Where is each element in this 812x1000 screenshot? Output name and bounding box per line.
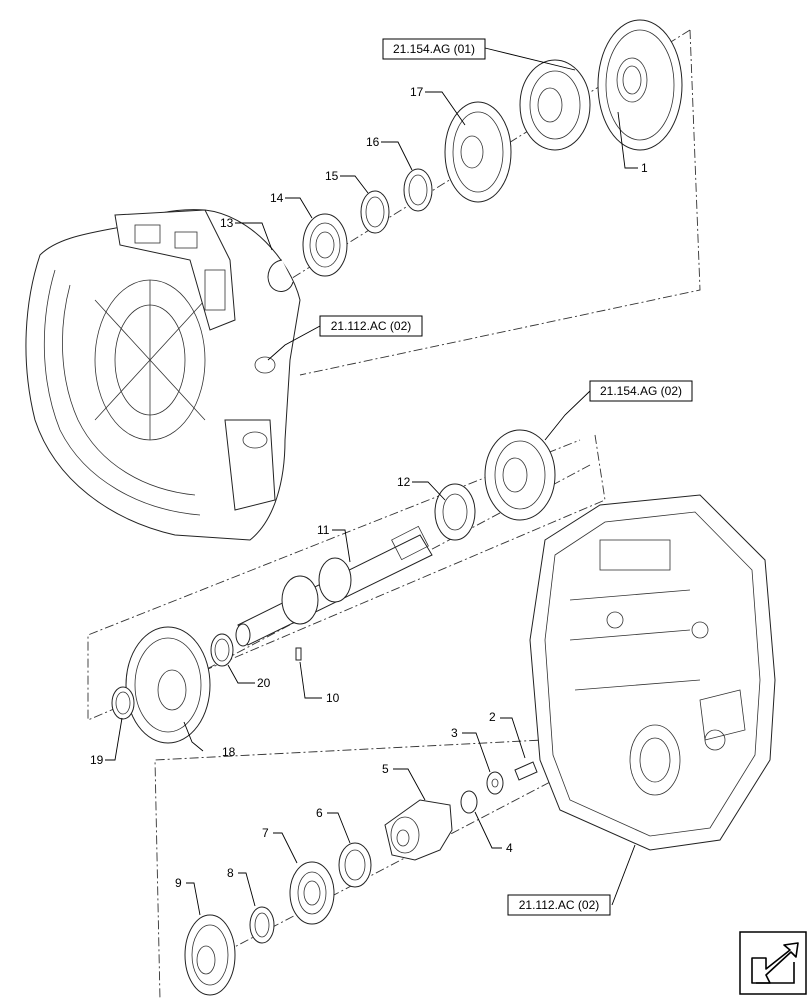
callout-labels: 1 2 3 4 5 6 7 8 9 10 11 12 13 14 15 16 1… [90,85,648,890]
part-7-bearing [289,861,335,925]
callout-4: 4 [506,841,513,855]
callout-14: 14 [270,191,284,205]
part-8-shim [249,906,275,944]
reference-ag02[interactable]: 21.154.AG (02) [589,380,693,402]
reference-ac02-bottom-label: 21.112.AC (02) [519,898,600,912]
reference-ac02-bottom[interactable]: 21.112.AC (02) [507,894,611,916]
callout-11: 11 [317,523,330,537]
part-12-gear [434,483,476,541]
callout-18: 18 [222,745,236,759]
callout-5: 5 [382,762,389,776]
callout-15: 15 [325,169,339,183]
callout-8: 8 [227,866,234,880]
part-13-snap-ring [267,259,294,292]
callout-17: 17 [410,85,424,99]
leader-lines [105,47,638,916]
callout-9: 9 [175,876,182,890]
part-6-ring [338,842,372,888]
callout-13: 13 [220,216,234,230]
callout-20: 20 [257,676,271,690]
synchronizer-assembly-ag01 [519,59,591,151]
callout-6: 6 [316,806,323,820]
synchronizer-assembly-ag02 [484,429,556,521]
reference-ac02-top-label: 21.112.AC (02) [331,319,412,333]
callout-10: 10 [326,691,340,705]
part-1-gear [597,19,683,151]
part-10-pin [295,647,302,661]
part-3-washer [486,771,504,795]
rear-transmission-housing [529,494,776,851]
reference-ag01[interactable]: 21.154.AG (01) [382,38,486,60]
part-19-ring [111,686,135,720]
part-4-o-ring [460,790,478,814]
callout-12: 12 [397,475,411,489]
reference-ag02-label: 21.154.AG (02) [600,384,682,398]
part-14-bearing [302,213,348,277]
callout-19: 19 [90,753,104,767]
reference-ac02-top[interactable]: 21.112.AC (02) [319,315,423,337]
part-16-shim [403,168,433,212]
callout-1: 1 [641,161,648,175]
part-11-shaft [235,525,433,647]
part-9-gear [184,914,236,996]
callout-16: 16 [366,135,380,149]
callout-2: 2 [489,710,496,724]
reference-ag01-label: 21.154.AG (01) [393,42,475,56]
callout-3: 3 [451,726,458,740]
front-transmission-housing [25,209,301,541]
part-15-ring [360,190,390,234]
next-page-arrow-icon[interactable] [739,931,807,995]
part-2-bolt [514,761,538,781]
part-18-gear [125,626,211,744]
callout-7: 7 [262,826,269,840]
part-5-bracket [384,799,453,861]
part-20-snap-ring [210,633,234,667]
part-17-gear [444,101,512,203]
